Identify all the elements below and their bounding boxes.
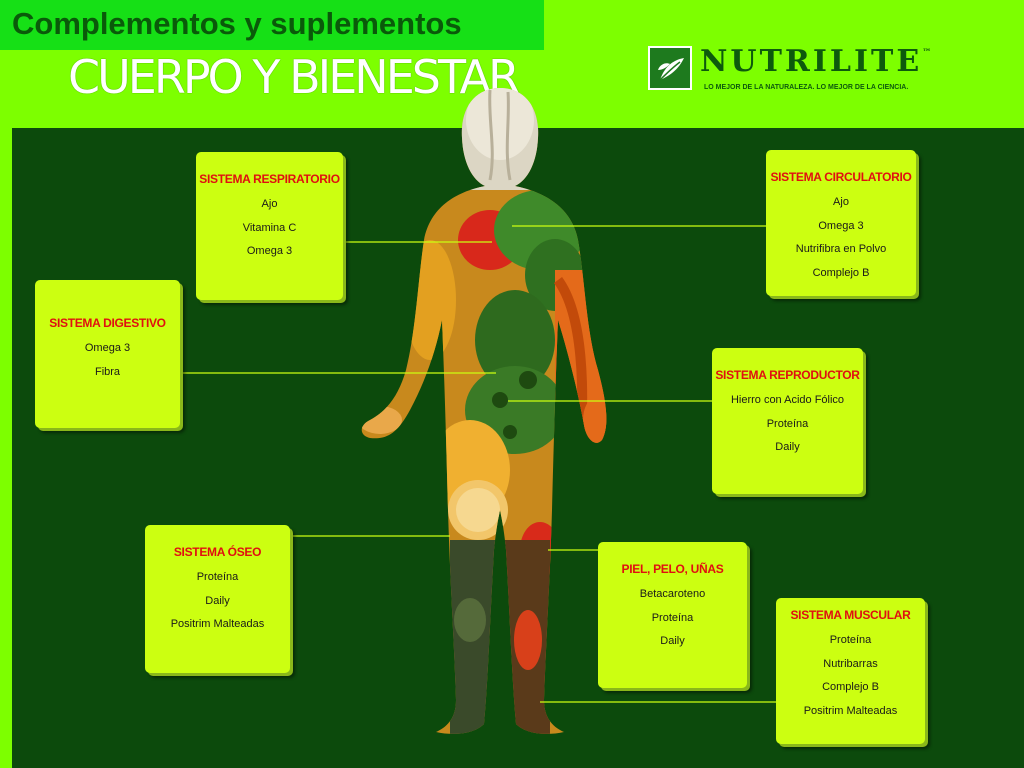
card-item: Ajo xyxy=(833,196,849,208)
card-item: Daily xyxy=(775,441,800,453)
card-item: Ajo xyxy=(261,198,278,210)
card-item: Proteína xyxy=(651,611,694,624)
card-item: Proteína xyxy=(829,634,872,646)
card-item: Omega 3 xyxy=(246,245,293,257)
card-sistema-muscular: SISTEMA MUSCULAR Proteína Nutribarras Co… xyxy=(776,598,925,744)
card-item: Positrim Malteadas xyxy=(803,704,898,717)
card-item: Proteína xyxy=(766,417,809,430)
card-item: Fibra xyxy=(94,365,121,378)
card-title: SISTEMA MUSCULAR xyxy=(790,608,911,622)
card-item: Daily xyxy=(205,594,230,607)
left-green-edge xyxy=(0,128,12,768)
body-figure-illustration xyxy=(361,88,607,734)
card-item: Omega 3 xyxy=(84,342,131,354)
card-title: SISTEMA ÓSEO xyxy=(173,545,262,559)
nutrilite-logo: NUTRILITE™ LO MEJOR DE LA NATURALEZA. LO… xyxy=(648,44,948,104)
trademark-symbol: ™ xyxy=(922,48,932,58)
card-item: Hierro con Acido Fólico xyxy=(730,394,845,406)
card-title: SISTEMA DIGESTIVO xyxy=(49,316,166,330)
card-item: Positrim Malteadas xyxy=(170,618,265,630)
card-sistema-oseo: SISTEMA ÓSEO Proteína Daily Positrim Mal… xyxy=(145,525,290,673)
card-item: Nutrifibra en Polvo xyxy=(795,243,887,255)
leaf-icon xyxy=(648,46,692,90)
card-item: Nutribarras xyxy=(823,657,878,670)
brand-name: NUTRILITE™ xyxy=(700,44,931,79)
page-headline: Complementos y suplementos xyxy=(12,6,462,41)
card-title: SISTEMA CIRCULATORIO xyxy=(770,170,912,184)
card-sistema-circulatorio: SISTEMA CIRCULATORIO Ajo Omega 3 Nutrifi… xyxy=(766,150,916,296)
card-item: Vitamina C xyxy=(242,221,297,234)
card-sistema-digestivo: SISTEMA DIGESTIVO Omega 3 Fibra xyxy=(35,280,180,428)
card-item: Complejo B xyxy=(822,681,879,693)
card-title: PIEL, PELO, UÑAS xyxy=(621,562,724,576)
card-sistema-respiratorio: SISTEMA RESPIRATORIO Ajo Vitamina C Omeg… xyxy=(196,152,343,300)
headline-box: Complementos y suplementos xyxy=(0,0,544,50)
card-item: Proteína xyxy=(196,571,239,583)
brand-text: NUTRILITE xyxy=(700,44,923,79)
card-item: Omega 3 xyxy=(818,219,864,232)
page-subtitle: CUERPO Y BIENESTAR xyxy=(68,50,520,104)
card-title: SISTEMA REPRODUCTOR xyxy=(715,368,860,382)
brand-tagline: LO MEJOR DE LA NATURALEZA. LO MEJOR DE L… xyxy=(704,84,909,91)
card-sistema-reproductor: SISTEMA REPRODUCTOR Hierro con Acido Fól… xyxy=(712,348,863,494)
card-title: SISTEMA RESPIRATORIO xyxy=(199,172,340,186)
card-piel-pelo-unas: PIEL, PELO, UÑAS Betacaroteno Proteína D… xyxy=(598,542,747,688)
card-item: Complejo B xyxy=(812,266,870,279)
card-item: Betacaroteno xyxy=(639,588,706,600)
card-item: Daily xyxy=(660,635,685,647)
